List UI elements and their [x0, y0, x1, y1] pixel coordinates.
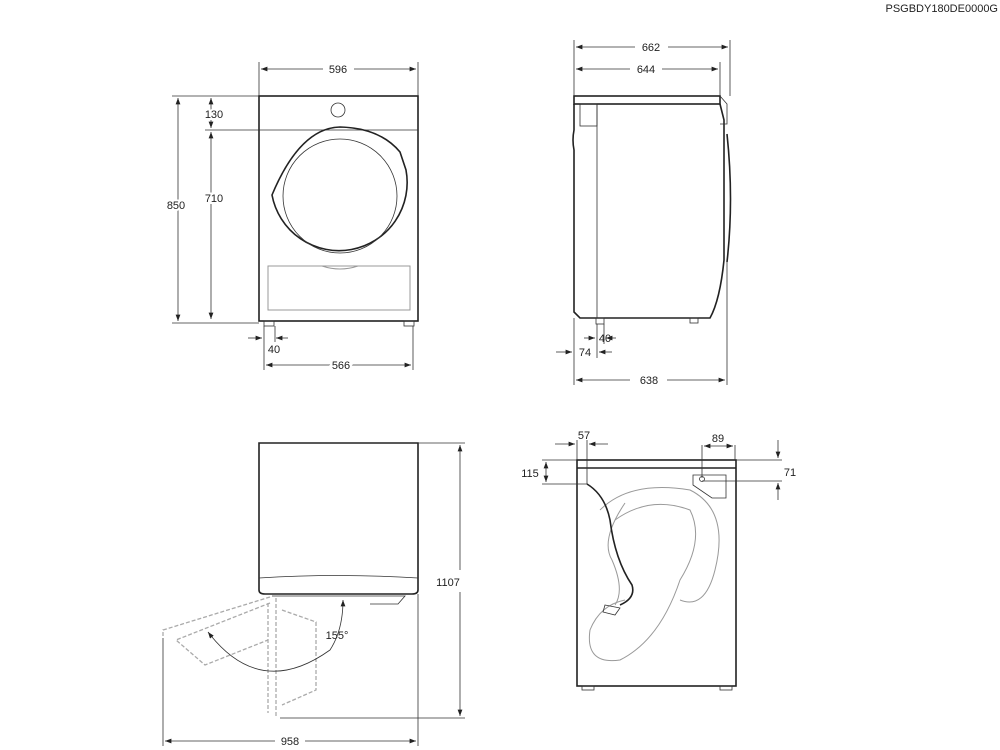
front-body — [258, 95, 419, 322]
open-depth-label: 1107 — [436, 577, 460, 589]
side-body — [572, 103, 725, 319]
outlet — [692, 474, 727, 499]
knob-icon — [330, 102, 346, 118]
open-width-label: 958 — [281, 736, 299, 748]
door — [271, 126, 408, 252]
front-foot-offset-label: 74 — [579, 347, 591, 359]
front-view: 596 850 130 710 40 566 — [165, 62, 419, 375]
hose-offset-y-label: 115 — [521, 468, 539, 480]
door-height-label: 710 — [205, 193, 223, 205]
outlet-width-label: 89 — [712, 433, 724, 445]
back-view: 57 115 89 71 — [521, 430, 796, 691]
foot-span-label: 566 — [332, 360, 350, 372]
depth-body-label: 644 — [637, 64, 655, 76]
top-view: 155° 1107 958 — [162, 442, 465, 748]
drawer — [267, 265, 411, 311]
side-view: 662 644 638 40 74 — [556, 40, 732, 387]
back-body — [576, 459, 737, 687]
door-angle-label: 155° — [326, 630, 349, 642]
top-panel-label: 130 — [205, 109, 223, 121]
foot-offset-label: 40 — [268, 344, 280, 356]
model-code: PSGBDY180DE0000G — [885, 3, 998, 15]
depth-base-label: 638 — [640, 375, 658, 387]
outlet-offset-y-label: 71 — [784, 467, 796, 479]
depth-total-label: 662 — [642, 42, 660, 54]
door-open-outline — [162, 596, 271, 666]
front-width-label: 596 — [329, 64, 347, 76]
hose — [586, 483, 634, 606]
hose-offset-x-label: 57 — [578, 430, 590, 442]
front-height-label: 850 — [167, 200, 185, 212]
side-foot-offset-label: 40 — [599, 333, 611, 345]
drum-outline — [588, 503, 697, 662]
top-body — [258, 442, 419, 595]
